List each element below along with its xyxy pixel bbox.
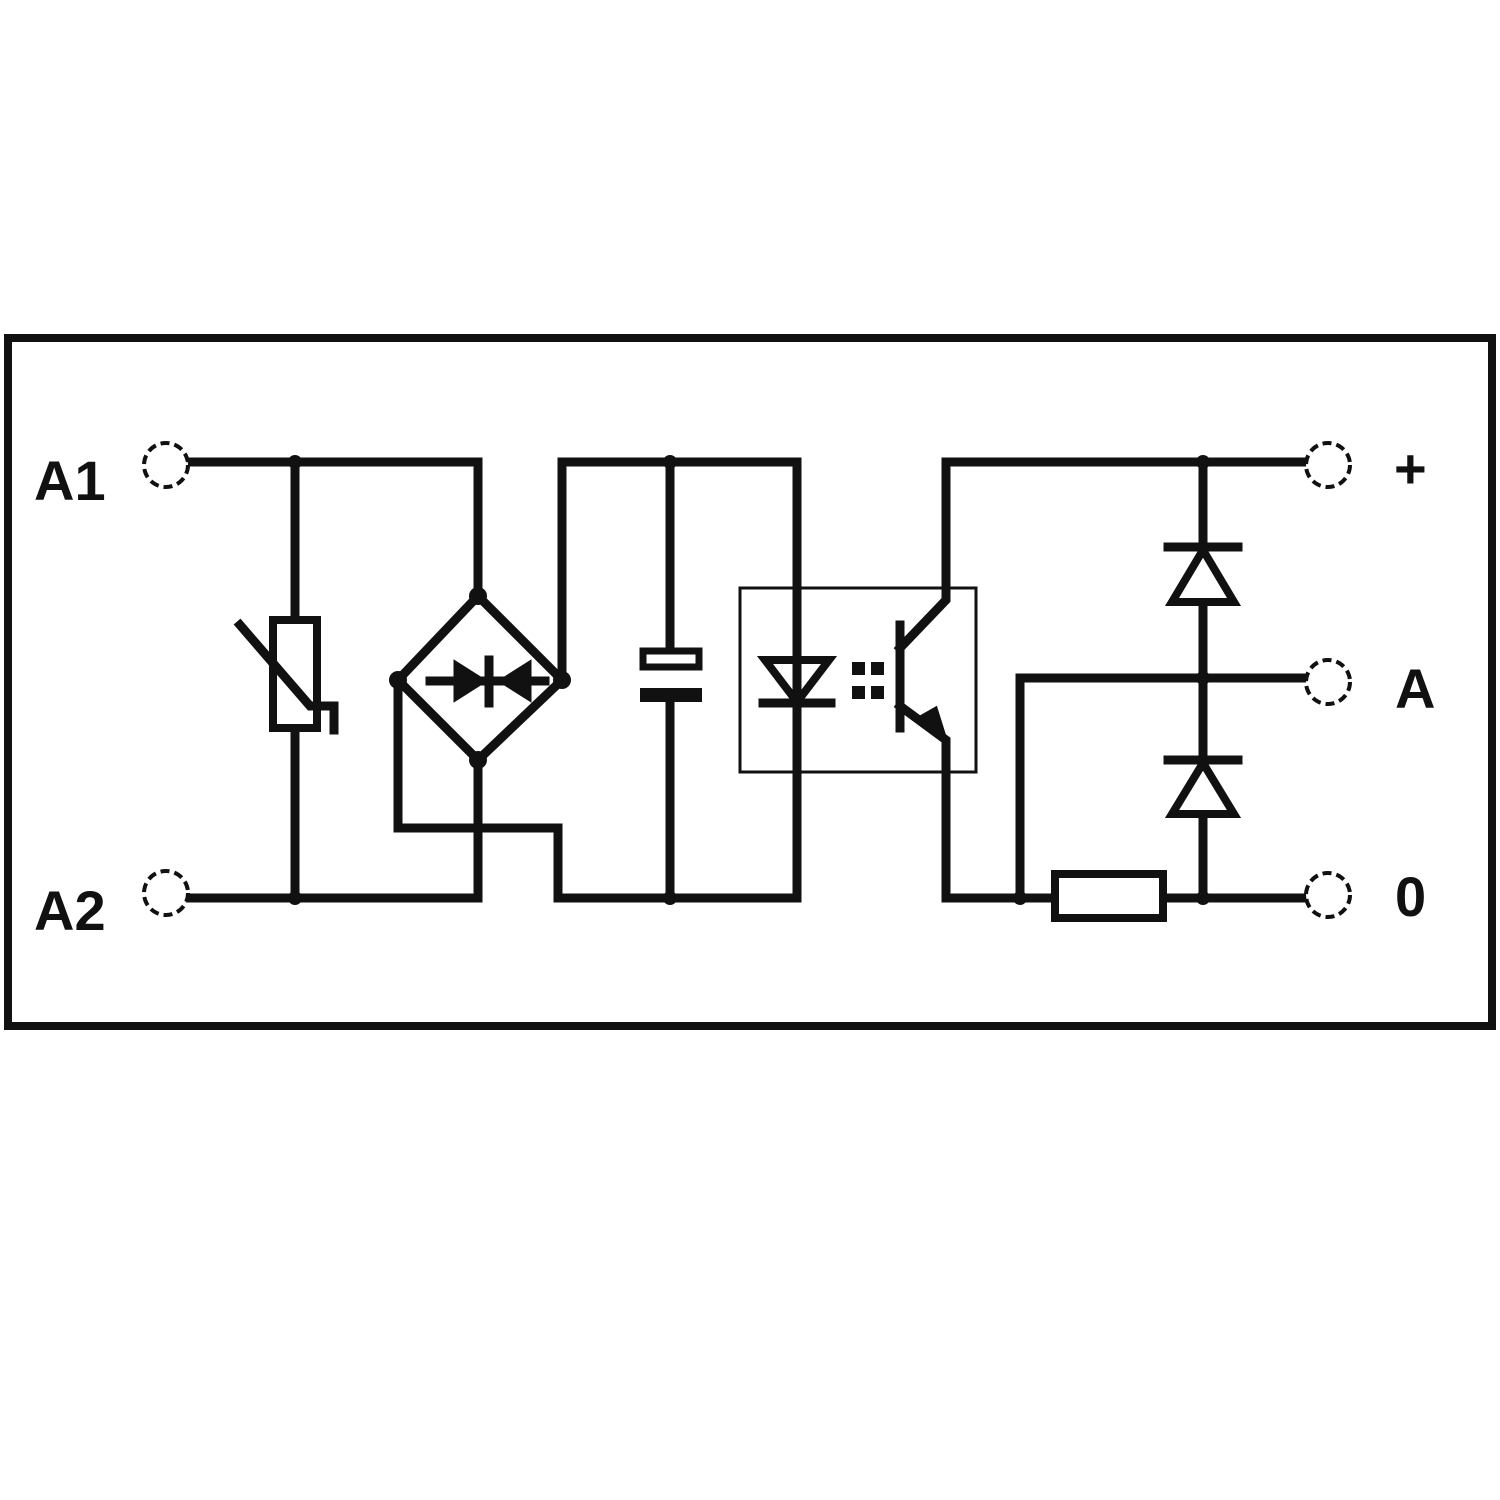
varistor-icon	[233, 616, 339, 735]
terminal-a1[interactable]	[142, 441, 190, 489]
terminal-a[interactable]	[1304, 658, 1352, 706]
terminal-label-a1: A1	[34, 449, 106, 512]
terminal-label-a2: A2	[34, 879, 106, 942]
capacitor-icon	[639, 647, 703, 702]
diode-icon	[1163, 755, 1243, 818]
bridge-rectifier-icon	[389, 587, 571, 769]
input-wiring	[185, 455, 802, 905]
output-wiring	[941, 455, 1310, 905]
terminal-plus[interactable]	[1304, 441, 1352, 489]
terminal-label-plus: +	[1394, 437, 1427, 500]
terminal-label-a: A	[1395, 657, 1435, 720]
terminal-label-zero: 0	[1395, 865, 1426, 928]
optocoupler-icon	[738, 457, 978, 795]
diagram-frame	[4, 334, 1496, 1030]
diode-icon	[1163, 542, 1243, 606]
terminal-zero[interactable]	[1304, 871, 1352, 919]
resistor-icon	[1051, 870, 1167, 922]
terminal-a2[interactable]	[142, 869, 190, 917]
